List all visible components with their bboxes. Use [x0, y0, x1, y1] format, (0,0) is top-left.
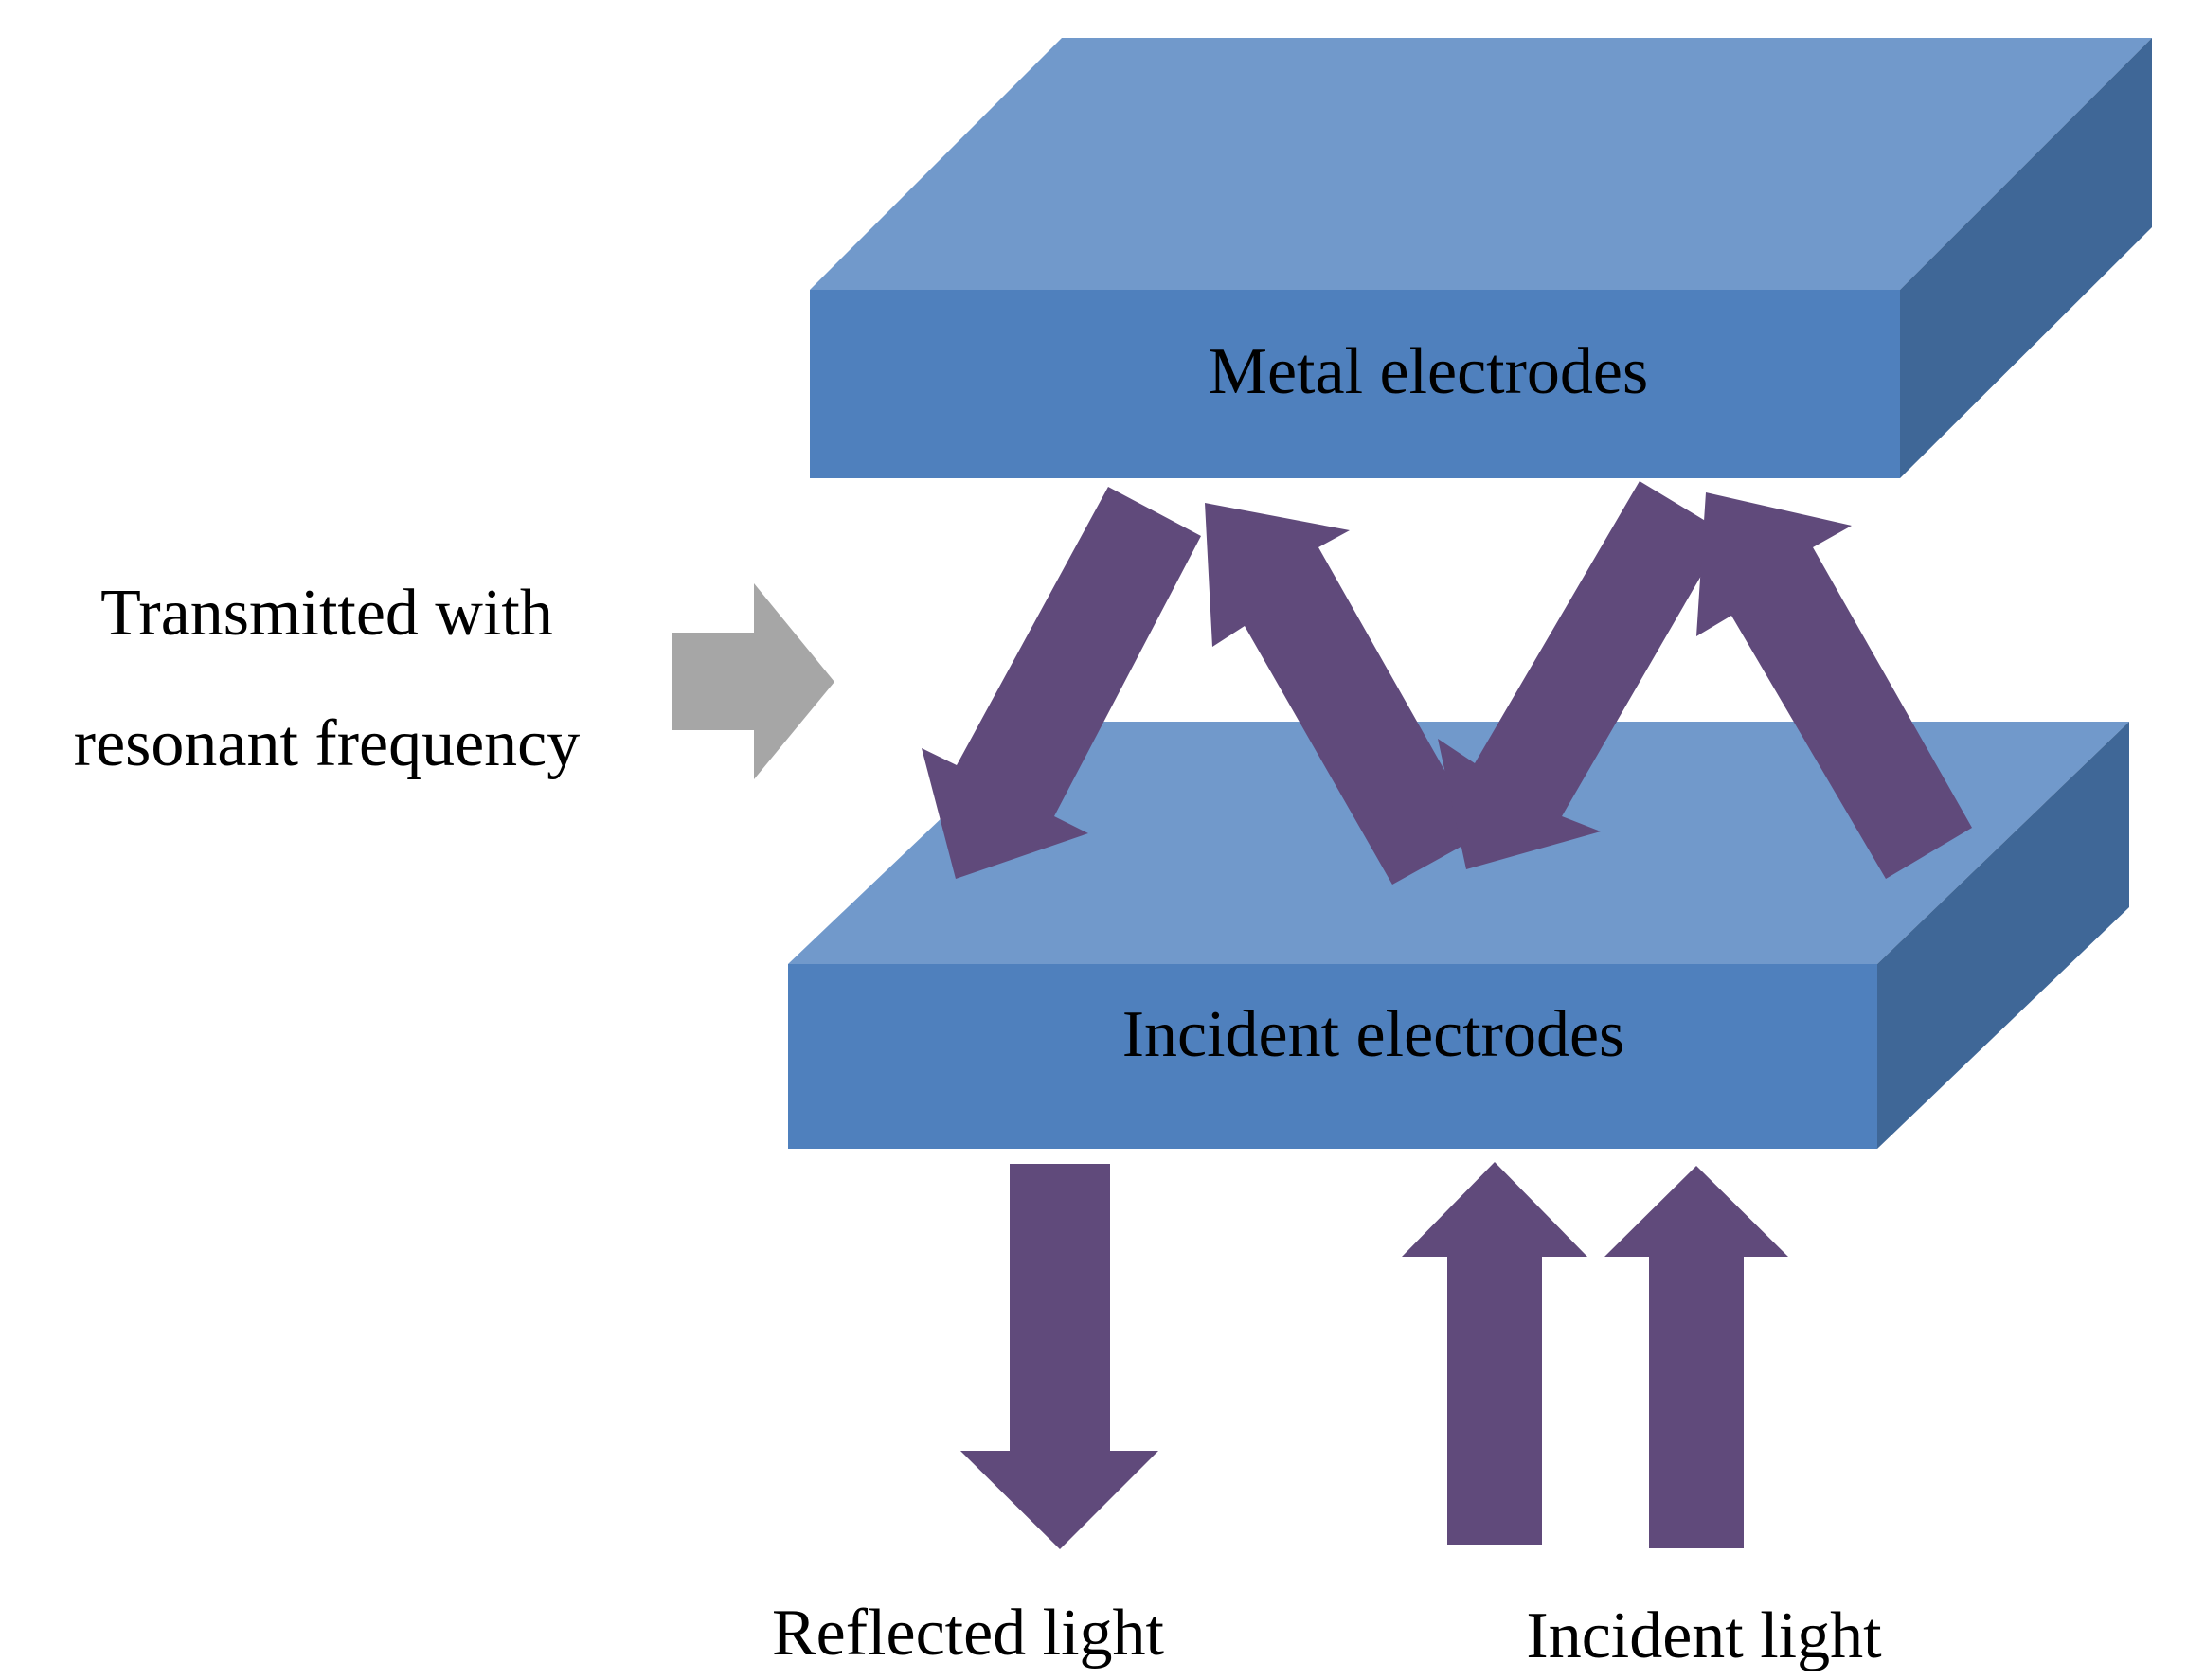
metal-plate-side-face — [1900, 38, 2152, 478]
transmission-pointer-arrow — [672, 583, 834, 779]
zigzag-arrow-4-up — [1696, 492, 1972, 879]
metal-electrodes-label: Metal electrodes — [1209, 335, 1649, 408]
metal-plate-front-face — [810, 290, 1900, 478]
incident-light-arrow-1 — [1402, 1162, 1587, 1545]
side-note-line-2: resonant frequency — [74, 707, 580, 780]
incident-plate-side-face — [1877, 722, 2129, 1149]
metal-plate-top-face — [810, 38, 2152, 290]
metal-electrodes-plate: Metal electrodes — [810, 38, 2152, 478]
zigzag-arrow-2-up — [1205, 503, 1481, 885]
reflected-light-label: Reflected light — [772, 1597, 1165, 1670]
incident-electrodes-label: Incident electrodes — [1122, 998, 1625, 1071]
reflected-light-arrow — [960, 1164, 1158, 1549]
zigzag-arrow-3-down — [1438, 481, 1726, 869]
incident-plate-front-face — [788, 964, 1877, 1149]
side-note-line-1: Transmitted with — [100, 577, 553, 650]
incident-light-label: Incident light — [1526, 1600, 1882, 1672]
zigzag-arrows — [922, 481, 1972, 885]
bottom-arrows — [960, 1162, 1788, 1549]
zigzag-arrow-1-down — [922, 487, 1201, 879]
incident-light-arrow-2 — [1604, 1166, 1788, 1548]
